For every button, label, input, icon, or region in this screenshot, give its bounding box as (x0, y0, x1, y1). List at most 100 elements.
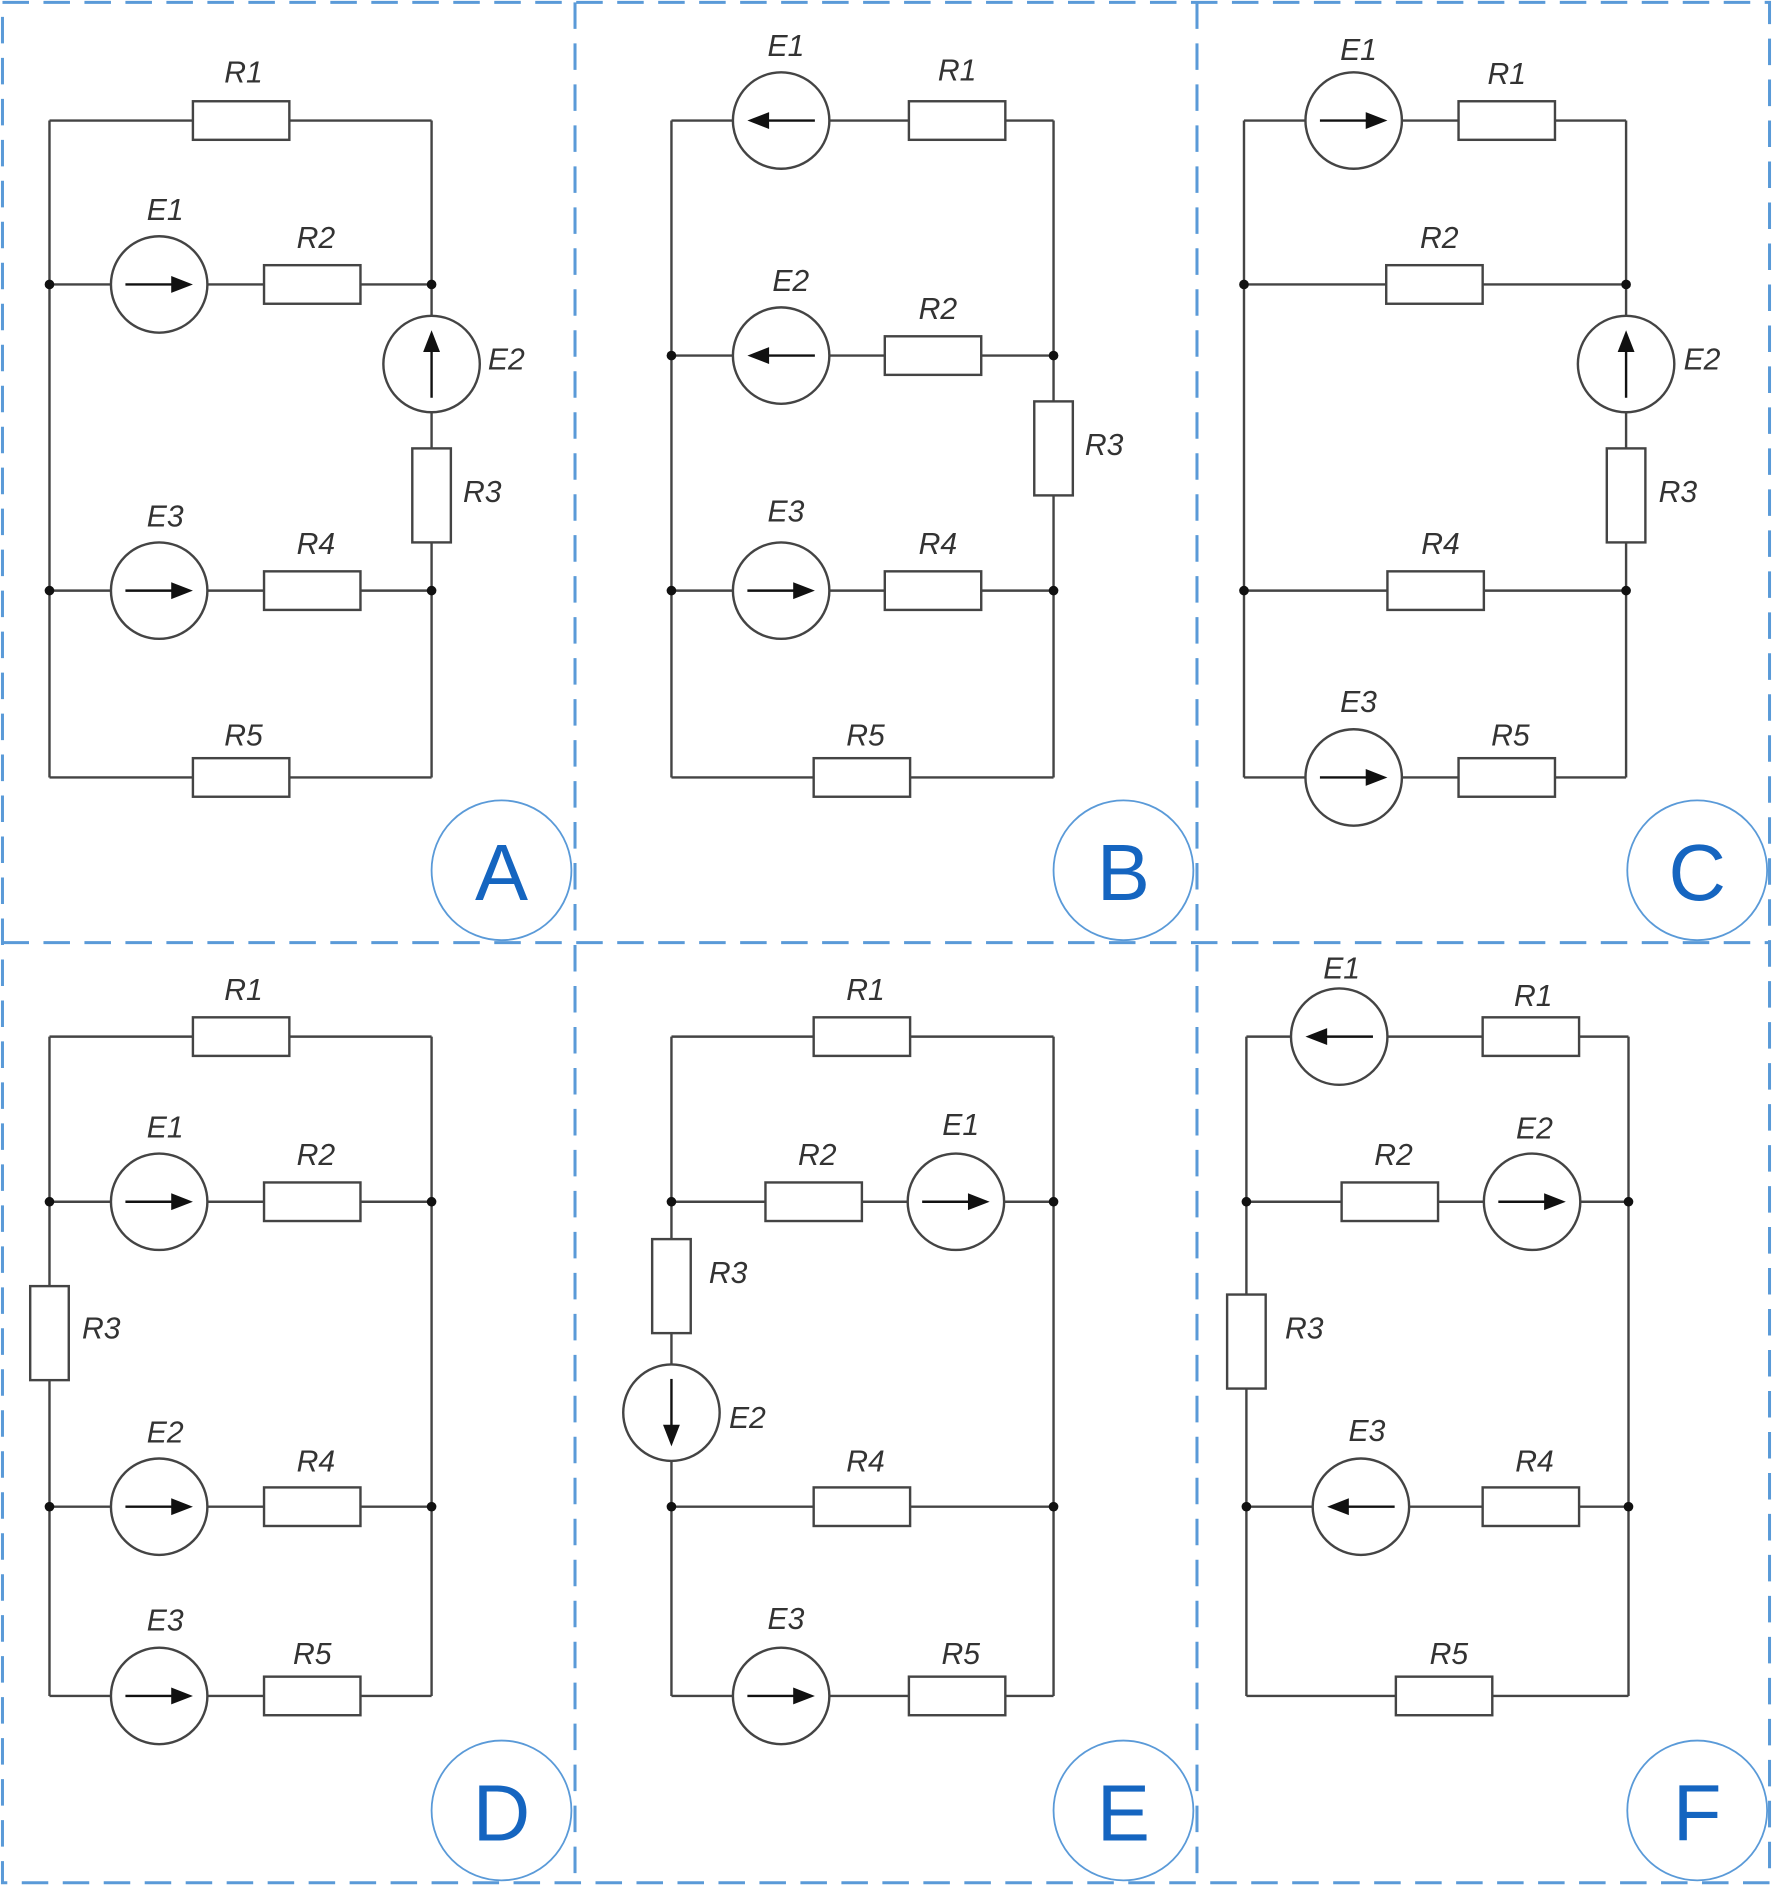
variant-badge-circle (1626, 1739, 1769, 1882)
resistor-symbol (1225, 1293, 1267, 1390)
resistor-symbol (1385, 263, 1484, 305)
component-label: R5 (293, 1638, 332, 1671)
resistor-r3: R3 (411, 447, 502, 544)
component-label: E2 (772, 265, 809, 298)
component-label: R1 (1488, 58, 1527, 91)
voltage-source-e2: E2 (1576, 314, 1721, 414)
resistor-symbol (883, 335, 983, 377)
junction-node (1623, 1501, 1634, 1512)
resistor-symbol (1605, 447, 1647, 544)
arrowhead-icon (1327, 1498, 1349, 1516)
junction-node (44, 1196, 55, 1207)
variant-badge-circle (1052, 1739, 1195, 1882)
component-label: R4 (297, 528, 336, 561)
resistor-symbol (262, 570, 362, 612)
arrowhead-icon (793, 1687, 815, 1705)
variant-badge-circle (430, 799, 573, 942)
junction-node (1621, 585, 1631, 596)
junction-node (426, 1501, 437, 1512)
component-label: R2 (798, 1139, 837, 1172)
arrowhead-icon (1305, 1028, 1328, 1046)
resistor-r5: R5 (1394, 1638, 1494, 1717)
resistor-symbol (262, 1675, 362, 1717)
junction-node (1048, 1501, 1059, 1512)
resistor-symbol (650, 1237, 692, 1335)
component-label: R2 (297, 222, 336, 255)
resistor-r2: R2 (262, 222, 362, 305)
voltage-source-e2: E2 (622, 1363, 766, 1463)
resistor-symbol (907, 1675, 1007, 1717)
arrowhead-icon (423, 330, 441, 352)
voltage-source-e1: E1 (906, 1109, 1006, 1252)
component-label: E3 (768, 1603, 805, 1636)
resistor-r3: R3 (28, 1284, 121, 1382)
resistor-r3: R3 (650, 1237, 748, 1335)
resistor-symbol (262, 263, 362, 305)
component-label: R4 (1421, 528, 1460, 561)
resistor-symbol (1481, 1016, 1581, 1058)
resistor-symbol (883, 570, 983, 612)
voltage-source-e3: E3 (731, 495, 831, 641)
resistor-r5: R5 (262, 1638, 362, 1717)
arrowhead-icon (171, 1498, 193, 1516)
resistor-symbol (1481, 1486, 1581, 1528)
component-label: E3 (1349, 1415, 1386, 1448)
resistor-r2: R2 (262, 1139, 362, 1223)
resistor-r4: R4 (883, 528, 983, 612)
resistor-r5: R5 (1457, 720, 1557, 798)
arrowhead-icon (171, 582, 193, 600)
junction-node (426, 585, 437, 596)
component-label: R1 (224, 974, 263, 1007)
component-label: E3 (147, 500, 184, 533)
resistor-symbol (1386, 570, 1486, 612)
voltage-source-e2: E2 (382, 314, 525, 414)
voltage-source-e2: E2 (109, 1416, 209, 1557)
voltage-source-e3: E3 (731, 1603, 831, 1746)
resistor-symbol (812, 1016, 912, 1058)
junction-node (44, 585, 55, 596)
junction-node (1623, 1196, 1634, 1207)
component-label: R1 (846, 974, 885, 1007)
component-label: R2 (1420, 222, 1459, 255)
component-label: E2 (729, 1402, 766, 1435)
junction-node (426, 1196, 437, 1207)
variant-letter: D (473, 1768, 530, 1857)
component-label: R1 (224, 57, 263, 90)
component-label: R1 (1514, 980, 1553, 1013)
voltage-source-e1: E1 (1289, 952, 1389, 1087)
component-label: E3 (1340, 686, 1377, 719)
junction-node (1239, 585, 1249, 596)
resistor-r1: R1 (812, 974, 912, 1058)
component-label: R2 (919, 293, 958, 326)
component-label: R3 (1659, 476, 1698, 509)
component-label: E2 (1684, 344, 1721, 377)
resistor-symbol (28, 1284, 70, 1382)
variant-badge-circle (430, 1739, 573, 1882)
voltage-source-e1: E1 (109, 194, 209, 334)
arrowhead-icon (967, 1193, 990, 1211)
resistor-r4: R4 (262, 1445, 362, 1528)
component-label: R1 (938, 54, 977, 87)
resistor-r2: R2 (1385, 222, 1484, 305)
voltage-source-e2: E2 (1482, 1113, 1582, 1252)
junction-node (1048, 1196, 1059, 1207)
voltage-source-e3: E3 (109, 500, 209, 641)
resistor-symbol (812, 1486, 912, 1528)
component-label: R3 (463, 476, 502, 509)
variant-letter: F (1673, 1768, 1722, 1857)
arrowhead-icon (171, 1193, 193, 1211)
component-label: E2 (1516, 1113, 1553, 1146)
variant-letter: E (1097, 1768, 1150, 1857)
junction-node (1241, 1196, 1252, 1207)
resistor-r4: R4 (262, 528, 362, 612)
resistor-symbol (1457, 756, 1557, 798)
component-label: R4 (919, 528, 958, 561)
junction-node (1239, 279, 1249, 290)
